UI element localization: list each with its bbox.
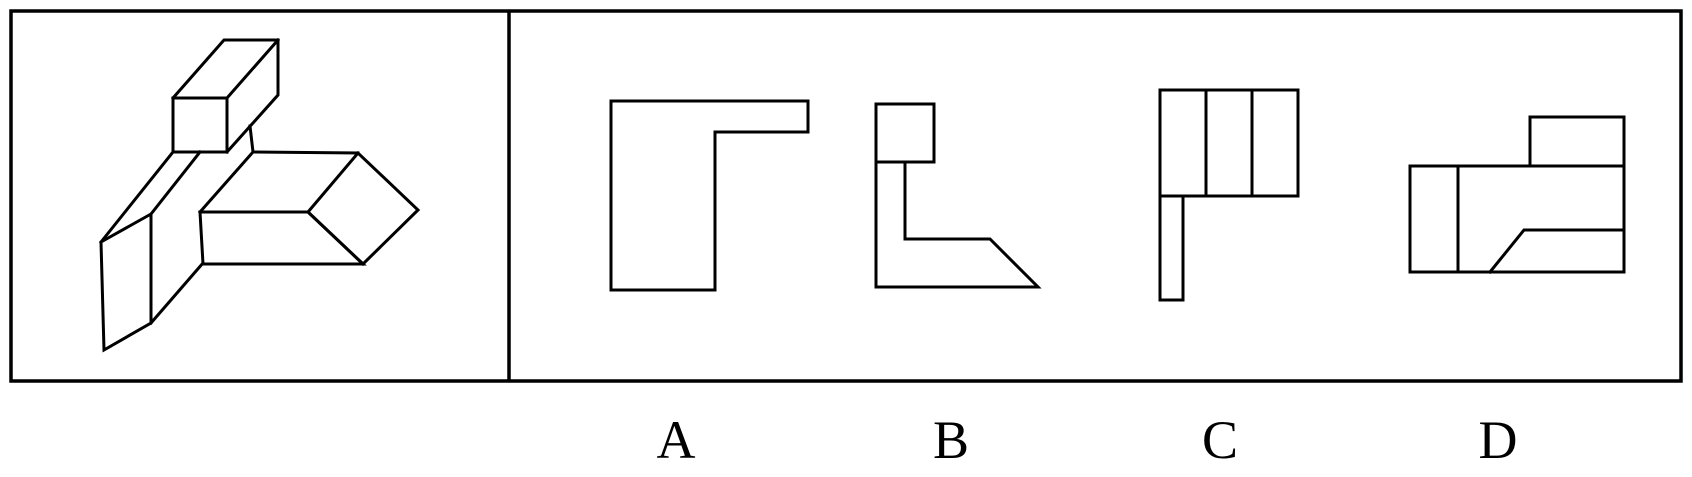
option-b-view[interactable] (874, 102, 1042, 289)
option-label-b: B (933, 410, 969, 470)
left-wing (98, 149, 206, 353)
option-a-view[interactable] (609, 99, 810, 292)
outer-frame (9, 9, 1683, 383)
right-block (197, 124, 421, 267)
option-c-view[interactable] (1158, 88, 1300, 302)
option-label-d: D (1479, 410, 1518, 470)
top-block (170, 37, 281, 155)
option-label-a: A (657, 410, 696, 470)
reference-solid (98, 37, 421, 353)
option-label-c: C (1202, 410, 1238, 470)
option-d-view[interactable] (1408, 115, 1626, 275)
